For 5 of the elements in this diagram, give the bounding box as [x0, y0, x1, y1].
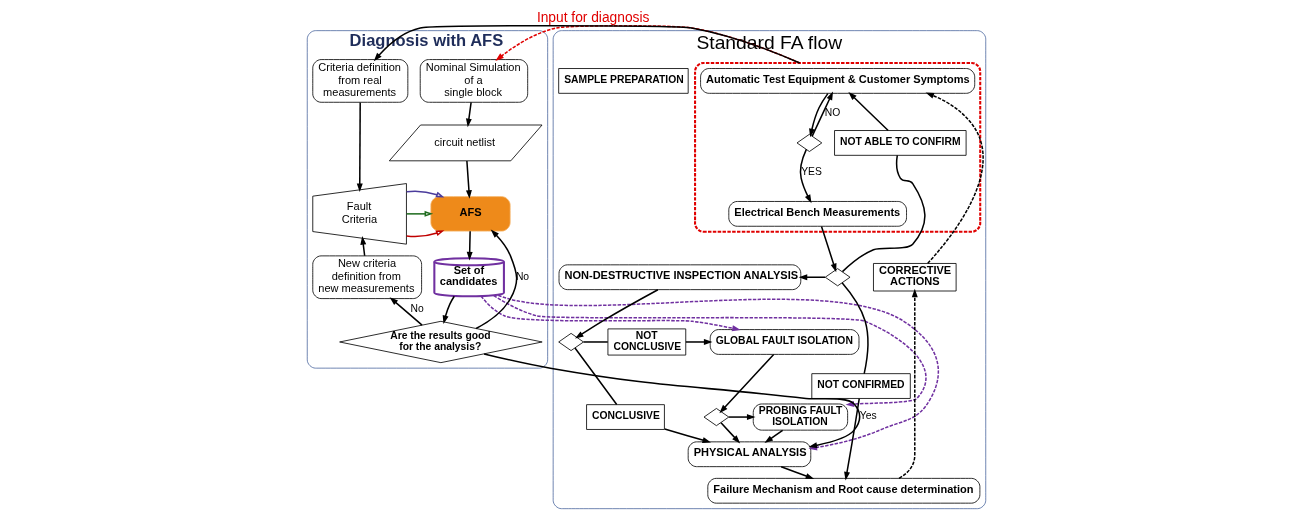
edge-label: NO: [824, 107, 841, 119]
edge-label: Yes: [859, 410, 877, 422]
edge-label: YES: [801, 165, 822, 177]
edge-label: Input for diagnosis: [536, 9, 650, 25]
edge-label: No: [410, 303, 424, 315]
